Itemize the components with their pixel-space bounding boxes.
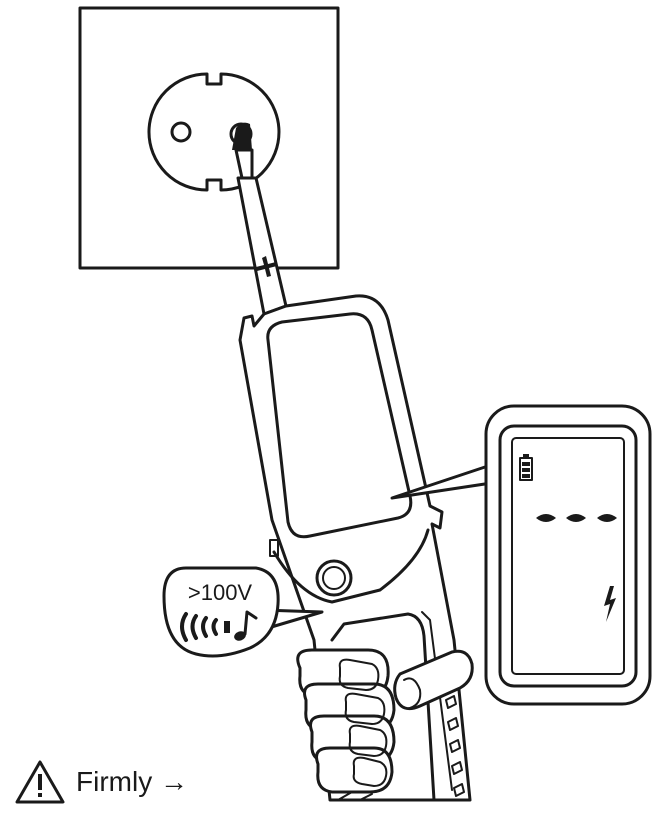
fingernail-1 bbox=[338, 658, 380, 691]
lightning-icon bbox=[604, 586, 616, 622]
socket-hole-left bbox=[170, 121, 192, 143]
socket-face bbox=[147, 72, 281, 192]
tester-body-seam bbox=[272, 528, 430, 604]
fingernail-3 bbox=[348, 724, 388, 757]
caption: Firmly → bbox=[14, 752, 188, 812]
caption-text: Firmly → bbox=[76, 766, 188, 797]
fingernail-4 bbox=[352, 756, 388, 787]
sound-callout: >100V bbox=[162, 566, 324, 658]
thumb-tip bbox=[403, 677, 422, 709]
probe-shaft bbox=[236, 176, 288, 316]
wall-socket bbox=[78, 6, 340, 270]
thumb bbox=[393, 649, 474, 711]
test-button-inner bbox=[322, 566, 346, 590]
probe-tip bbox=[232, 122, 288, 316]
display-segment-3 bbox=[597, 514, 617, 522]
voltage-threshold-label: >100V bbox=[188, 580, 253, 605]
fingernail-2 bbox=[344, 692, 386, 725]
socket-plate bbox=[78, 6, 340, 270]
wrist-lines bbox=[337, 791, 373, 801]
battery-icon bbox=[519, 454, 533, 481]
tester-grip-back bbox=[421, 611, 453, 791]
display-segment-2 bbox=[566, 514, 586, 522]
display-segment-1 bbox=[536, 514, 556, 522]
tester-grip-front bbox=[330, 612, 436, 802]
sound-waves-icon bbox=[180, 612, 230, 642]
plus-sign-icon bbox=[256, 256, 277, 277]
warning-triangle-icon bbox=[15, 760, 65, 804]
display-screen bbox=[511, 437, 625, 675]
probe-collar bbox=[234, 148, 254, 180]
display-callout-outer bbox=[484, 404, 652, 706]
probe-tip-insert bbox=[232, 122, 252, 150]
music-note-icon bbox=[234, 610, 258, 641]
display-callout-bezel bbox=[498, 424, 638, 688]
side-clip bbox=[269, 539, 279, 557]
display-callout bbox=[390, 404, 652, 706]
grip-ribs bbox=[445, 695, 465, 797]
test-button bbox=[315, 559, 353, 597]
hand bbox=[296, 648, 474, 801]
